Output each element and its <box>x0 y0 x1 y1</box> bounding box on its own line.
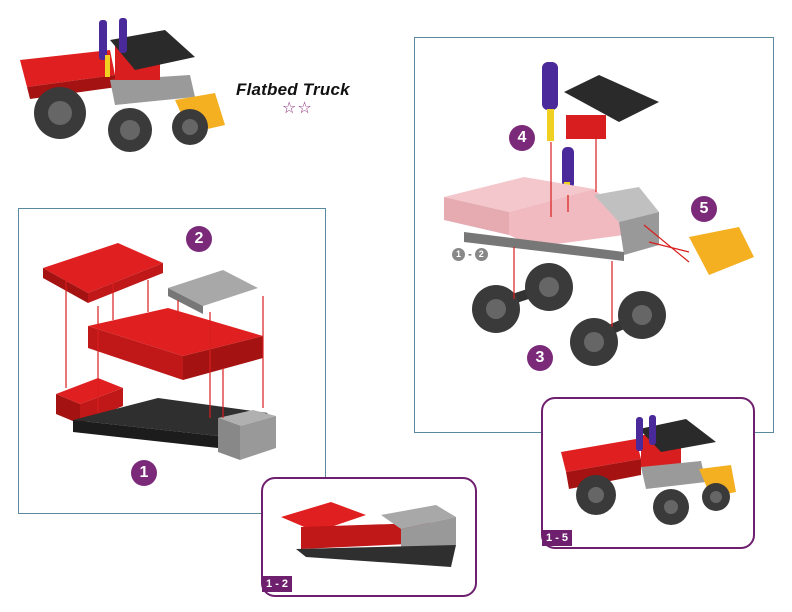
page-title: Flatbed Truck <box>236 80 350 99</box>
step-5-number: 5 <box>691 196 717 222</box>
finished-truck-image <box>20 18 225 152</box>
range-start: 1 <box>266 578 273 590</box>
range-start: 1 <box>452 248 465 261</box>
steps-1-2-illustration <box>43 243 276 460</box>
steps-3-5-illustration <box>444 62 754 366</box>
range-end: 5 <box>561 532 569 544</box>
range-badge-1-5: 1 - 5 <box>542 530 573 546</box>
step-3-number: 3 <box>527 345 553 371</box>
result-1-2-illustration <box>281 502 456 567</box>
difficulty-stars: ☆☆ <box>282 98 313 117</box>
range-start: 1 <box>546 532 553 544</box>
range-separator: - <box>468 248 472 261</box>
step-4-number: 4 <box>509 125 535 151</box>
range-end: 2 <box>281 578 289 590</box>
step-2-number: 2 <box>186 226 212 252</box>
range-end: 2 <box>474 248 488 261</box>
range-badge-1-2: 1 - 2 <box>262 576 293 592</box>
range-separator: - <box>275 578 279 590</box>
result-1-5-illustration <box>561 415 736 525</box>
range-separator: - <box>555 532 559 544</box>
step-1-number: 1 <box>131 460 157 486</box>
range-label-1-2-grey: 1 - 2 <box>452 248 488 261</box>
